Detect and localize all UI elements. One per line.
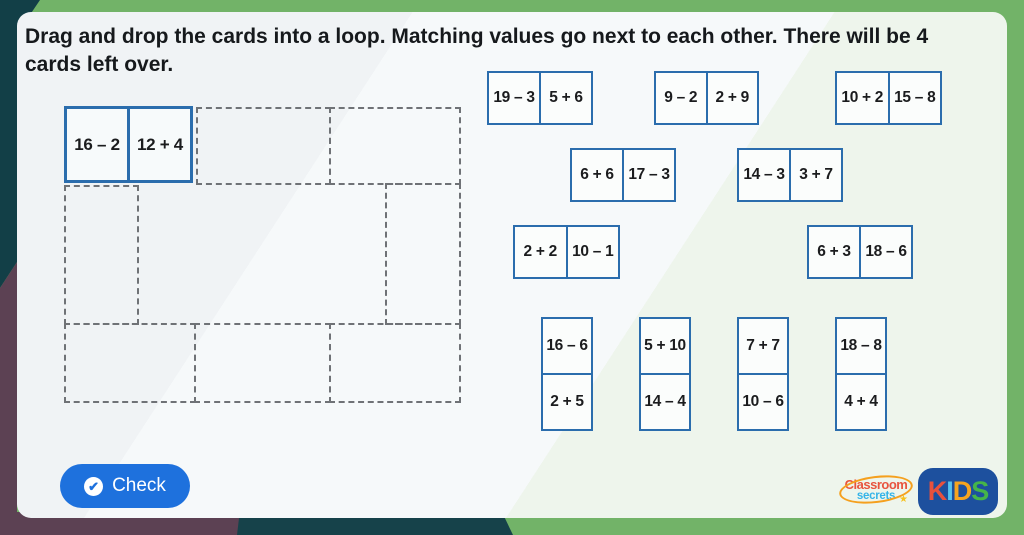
pool-card[interactable]: 7 + 7 10 – 6 bbox=[737, 317, 789, 431]
instructions-text: Drag and drop the cards into a loop. Mat… bbox=[25, 25, 929, 76]
logo-word-classroom: Classroom bbox=[844, 476, 908, 492]
check-button[interactable]: ✔ Check bbox=[60, 464, 190, 508]
loop-slot-bottom-3[interactable] bbox=[329, 323, 461, 403]
card-value: 10 – 6 bbox=[739, 373, 787, 429]
loop-slot-top-3[interactable] bbox=[329, 107, 461, 185]
loop-slot-right[interactable] bbox=[385, 183, 461, 325]
loop-slot-left[interactable] bbox=[64, 185, 139, 325]
pool-card[interactable]: 9 – 2 2 + 9 bbox=[654, 71, 759, 125]
pool-card[interactable]: 6 + 3 18 – 6 bbox=[807, 225, 913, 279]
card-value: 16 – 6 bbox=[546, 337, 588, 354]
card-value: 14 – 3 bbox=[743, 166, 785, 183]
card-value: 10 + 2 bbox=[841, 89, 884, 106]
card-value: 18 – 8 bbox=[840, 337, 882, 354]
pool-card[interactable]: 5 + 10 14 – 4 bbox=[639, 317, 691, 431]
card-value: 19 – 3 bbox=[493, 89, 535, 106]
kids-letter-d: D bbox=[952, 476, 972, 506]
pool-card[interactable]: 18 – 8 4 + 4 bbox=[835, 317, 887, 431]
card-value: 18 – 6 bbox=[859, 227, 911, 277]
check-button-label: Check bbox=[112, 475, 166, 496]
star-icon: ★ bbox=[899, 494, 908, 505]
placed-card-16-2-12-4[interactable]: 16 – 2 12 + 4 bbox=[64, 106, 193, 183]
kids-letter-i: I bbox=[946, 476, 953, 506]
card-value: 10 – 1 bbox=[565, 227, 619, 277]
card-value: 2 + 5 bbox=[543, 373, 591, 429]
activity-panel: Drag and drop the cards into a loop. Mat… bbox=[17, 12, 1007, 518]
card-value: 2 + 2 bbox=[523, 243, 558, 260]
kids-logo: K I D S bbox=[918, 468, 998, 515]
classroom-secrets-logo: Classroom secrets ★ bbox=[837, 471, 915, 508]
card-value: 16 – 2 bbox=[74, 134, 120, 154]
pool-card[interactable]: 19 – 3 5 + 6 bbox=[487, 71, 593, 125]
card-value: 7 + 7 bbox=[746, 337, 780, 354]
card-value: 5 + 10 bbox=[644, 337, 686, 354]
card-value: 15 – 8 bbox=[887, 73, 941, 123]
card-value: 6 + 6 bbox=[580, 166, 614, 183]
card-value: 5 + 6 bbox=[539, 73, 591, 123]
loop-slot-bottom-1[interactable] bbox=[64, 323, 196, 403]
card-value: 6 + 3 bbox=[817, 243, 851, 260]
card-value: 9 – 2 bbox=[664, 89, 698, 106]
card-value: 12 + 4 bbox=[127, 109, 190, 180]
card-value: 4 + 4 bbox=[837, 373, 885, 429]
card-value: 14 – 4 bbox=[641, 373, 689, 429]
card-value: 2 + 9 bbox=[705, 73, 758, 123]
pool-card[interactable]: 6 + 6 17 – 3 bbox=[570, 148, 676, 202]
check-circle-icon: ✔ bbox=[84, 476, 104, 496]
pool-card[interactable]: 14 – 3 3 + 7 bbox=[737, 148, 843, 202]
card-value: 3 + 7 bbox=[789, 150, 841, 200]
pool-card[interactable]: 2 + 2 10 – 1 bbox=[513, 225, 620, 279]
kids-letter-s: S bbox=[971, 476, 989, 506]
loop-slot-bottom-2[interactable] bbox=[194, 323, 331, 403]
logo-word-secrets: secrets bbox=[856, 489, 896, 502]
loop-slot-top-2[interactable] bbox=[196, 107, 331, 185]
pool-card[interactable]: 16 – 6 2 + 5 bbox=[541, 317, 593, 431]
card-value: 17 – 3 bbox=[622, 150, 674, 200]
kids-letter-k: K bbox=[927, 476, 947, 506]
pool-card[interactable]: 10 + 2 15 – 8 bbox=[835, 71, 942, 125]
